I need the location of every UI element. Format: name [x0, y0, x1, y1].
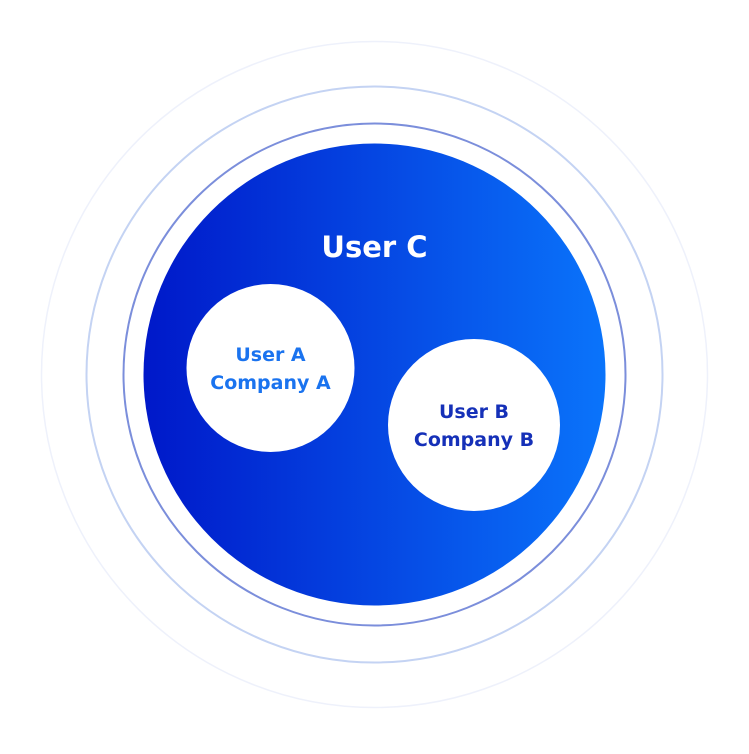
inner-ring	[122, 122, 627, 627]
user-b-circle	[388, 339, 560, 511]
company-b-label: Company B	[414, 429, 534, 451]
outer-ring	[40, 40, 709, 709]
middle-ring	[85, 85, 664, 664]
user-a-label: User A	[235, 344, 306, 366]
company-a-label: Company A	[210, 372, 331, 394]
user-a-circle	[186, 284, 355, 452]
user-c-label: User C	[321, 230, 427, 264]
user-b-label: User B	[439, 401, 509, 423]
